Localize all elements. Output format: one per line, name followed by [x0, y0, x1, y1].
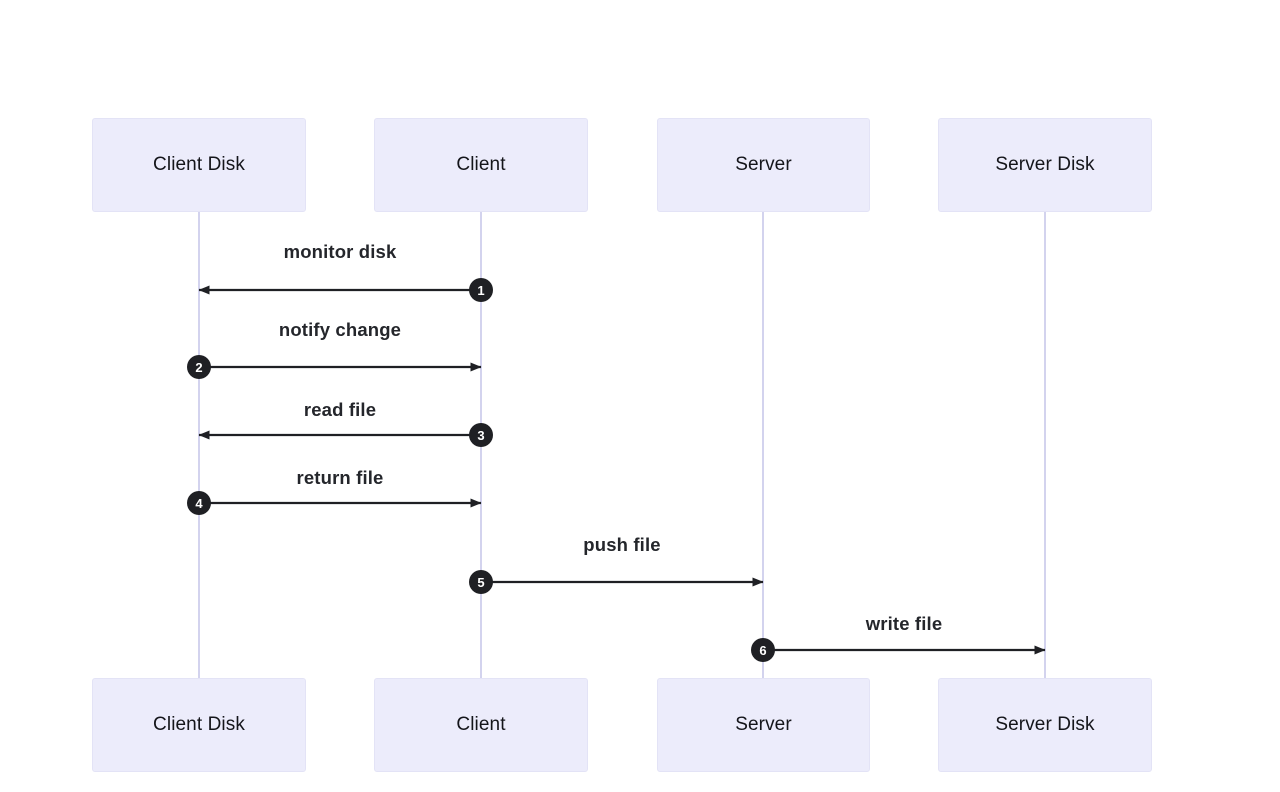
message-label-1: monitor disk [283, 241, 397, 262]
message-label-2: notify change [278, 319, 402, 340]
lifelines-group [198, 212, 1046, 678]
message-label-5: push file [583, 534, 661, 555]
participant-label-server: Server [735, 714, 792, 735]
participant-box-client-bottom[interactable]: Client [374, 678, 588, 772]
participant-label-server-disk: Server Disk [995, 714, 1095, 735]
participant-box-server-top[interactable]: Server [657, 118, 870, 212]
participant-label-client-disk: Client Disk [153, 714, 245, 735]
sequence-badge-6[interactable]: 6 [751, 638, 775, 662]
message-label-6: write file [865, 613, 943, 634]
participant-label-client: Client [456, 714, 506, 735]
participant-box-client-disk-bottom[interactable]: Client Disk [92, 678, 306, 772]
participant-label-server: Server [735, 154, 792, 175]
sequence-badge-3[interactable]: 3 [469, 423, 493, 447]
participant-box-server-disk-top[interactable]: Server Disk [938, 118, 1152, 212]
message-label-3: read file [303, 399, 377, 420]
participant-label-client-disk: Client Disk [153, 154, 245, 175]
participant-label-server-disk: Server Disk [995, 154, 1095, 175]
participant-box-server-bottom[interactable]: Server [657, 678, 870, 772]
message-arrows-group [198, 285, 1046, 655]
sequence-badge-2[interactable]: 2 [187, 355, 211, 379]
participant-label-client: Client [456, 154, 506, 175]
participant-box-server-disk-bottom[interactable]: Server Disk [938, 678, 1152, 772]
participant-box-client-disk-top[interactable]: Client Disk [92, 118, 306, 212]
message-label-4: return file [296, 467, 384, 488]
participant-box-client-top[interactable]: Client [374, 118, 588, 212]
sequence-badge-5[interactable]: 5 [469, 570, 493, 594]
sequence-badge-4[interactable]: 4 [187, 491, 211, 515]
sequence-badge-1[interactable]: 1 [469, 278, 493, 302]
